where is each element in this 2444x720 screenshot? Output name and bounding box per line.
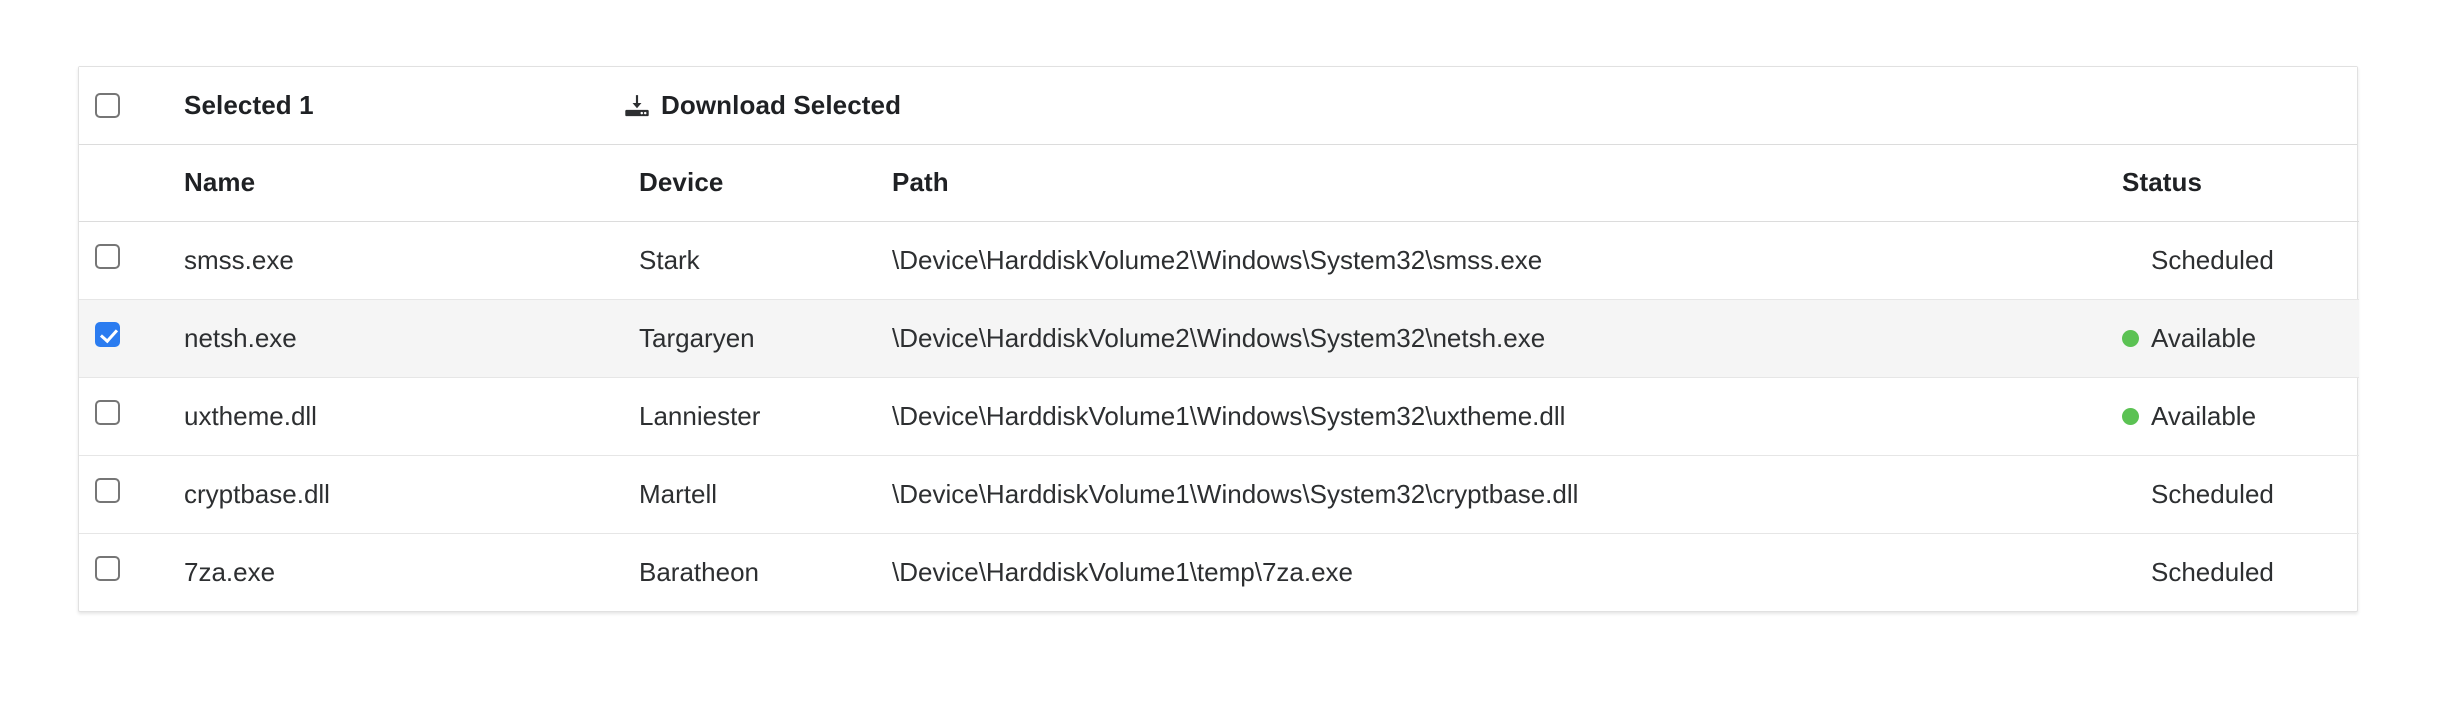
download-selected-button[interactable]: Download Selected <box>624 90 901 121</box>
cell-device: Martell <box>639 455 892 534</box>
cell-path: \Device\HarddiskVolume2\Windows\System32… <box>892 299 2122 378</box>
column-header-name[interactable]: Name <box>184 145 639 222</box>
table-toolbar: Selected 1 Download Selected <box>79 67 2357 145</box>
cell-name: netsh.exe <box>184 299 639 378</box>
select-all-checkbox[interactable] <box>95 93 120 118</box>
row-checkbox[interactable] <box>95 478 120 503</box>
cell-device: Stark <box>639 221 892 300</box>
file-download-card: Selected 1 Download Selected <box>78 66 2359 612</box>
column-header-device[interactable]: Device <box>639 145 892 222</box>
cell-name: 7za.exe <box>184 556 276 587</box>
row-checkbox[interactable] <box>95 556 120 582</box>
table-header-row: Name Device Path Status <box>79 145 2359 222</box>
status-label: Scheduled <box>2151 244 2274 275</box>
header-checkbox-spacer <box>79 145 184 222</box>
status-badge: Available <box>2122 401 2359 432</box>
cell-status: Available <box>2122 377 2359 456</box>
status-label: Available <box>2151 400 2257 431</box>
cell-device: Baratheon <box>639 556 759 587</box>
row-checkbox[interactable] <box>95 400 120 425</box>
status-label: Available <box>2151 322 2257 353</box>
status-label: Scheduled <box>2151 478 2274 509</box>
row-checkbox[interactable] <box>95 244 120 269</box>
cell-name: smss.exe <box>184 221 639 300</box>
status-badge: Scheduled <box>2122 245 2359 276</box>
select-all-cell <box>79 93 184 118</box>
cell-name: uxtheme.dll <box>184 377 639 456</box>
cell-status: Available <box>2122 299 2359 378</box>
status-dot-icon <box>2122 407 2139 425</box>
status-label: Scheduled <box>2151 556 2274 587</box>
download-selected-label: Download Selected <box>661 90 902 120</box>
cell-device: Lanniester <box>639 377 892 456</box>
row-checkbox-cell <box>79 377 184 456</box>
download-icon <box>624 93 650 119</box>
row-checkbox-cell <box>79 455 184 534</box>
selected-count-label: Selected 1 <box>184 90 314 120</box>
row-checkbox-cell <box>79 221 184 300</box>
cell-status: Scheduled <box>2122 533 2359 611</box>
cell-path: \Device\HarddiskVolume1\Windows\System32… <box>892 455 2122 534</box>
cell-status: Scheduled <box>2122 221 2359 300</box>
status-badge: Available <box>2122 323 2359 354</box>
table-row[interactable]: 7za.exe Baratheon \Device\HarddiskVolume1\… <box>79 533 2359 611</box>
column-header-path[interactable]: Path <box>892 145 2122 222</box>
cell-path: \Device\HarddiskVolume2\Windows\System32… <box>892 221 2122 300</box>
cell-path: \Device\HarddiskVolume1\Windows\System32… <box>892 377 2122 456</box>
row-checkbox[interactable] <box>95 322 120 347</box>
status-badge: Scheduled <box>2122 557 2359 588</box>
column-header-status[interactable]: Status <box>2122 145 2359 222</box>
row-checkbox-cell <box>79 533 184 611</box>
cell-path: \Device\HarddiskVolume1\temp\7za.exe <box>892 556 1354 587</box>
status-dot-icon <box>2122 329 2139 347</box>
row-checkbox-cell <box>79 299 184 378</box>
table-header: Name Device Path Status <box>79 145 2359 222</box>
cell-name: cryptbase.dll <box>184 455 639 534</box>
cell-status: Scheduled <box>2122 455 2359 534</box>
cell-device: Targaryen <box>639 299 892 378</box>
status-badge: Scheduled <box>2122 479 2359 510</box>
